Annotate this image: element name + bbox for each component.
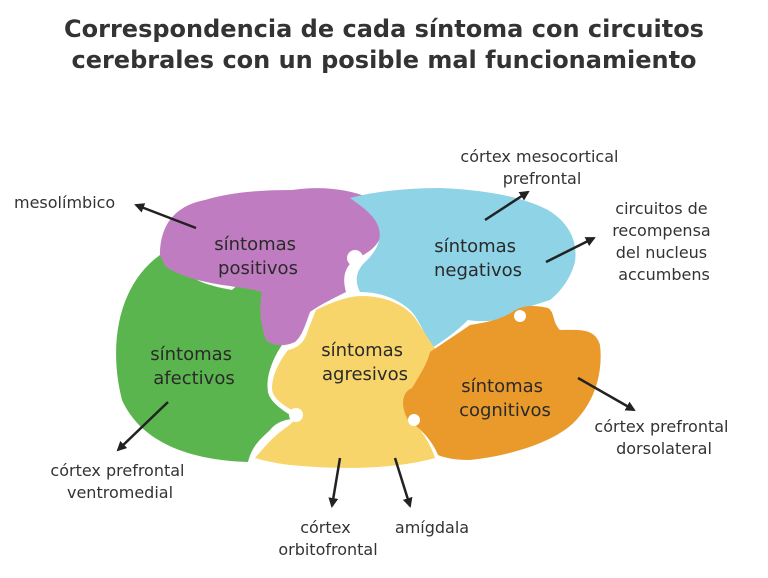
svg-text:circuitos de recompensa: circuitos de recompensa del nucleus accu… [612,199,716,284]
piece-positivos-line1: síntomas [214,234,296,255]
arrow-ventromedial [116,401,169,452]
piece-afectivos-line1: síntomas [150,344,232,365]
label-dorsolateral-line1: córtex prefrontal [594,417,728,436]
piece-cognitivos-line1: síntomas [461,376,543,397]
arrow-recompensa [545,236,596,264]
arrow-mesocortical [484,190,530,222]
label-recompensa-line3: del nucleus [616,243,707,262]
piece-agresivos [255,296,440,468]
svg-text:síntomas negativos: síntomas negativos [434,236,522,281]
label-mesocortical-line1: córtex mesocortical [460,147,618,166]
piece-positivos-line2: positivos [218,258,298,279]
svg-text:córtex mesocortical prefro: córtex mesocortical prefrontal [460,147,623,188]
title-line-2: cerebrales con un posible mal funcionami… [71,46,697,74]
label-dorsolateral-line2: dorsolateral [616,439,712,458]
svg-text:córtex prefrontal ventrome: córtex prefrontal ventromedial [50,461,189,502]
diagram-title: Correspondencia de cada síntoma con circ… [0,14,768,76]
piece-agresivos-line2: agresivos [322,364,408,385]
piece-cognitivos-line2: cognitivos [459,400,551,421]
piece-negativos [350,188,576,348]
title-line-1: Correspondencia de cada síntoma con circ… [64,15,704,43]
label-ventromedial-line1: córtex prefrontal [50,461,184,480]
svg-text:síntomas agresivos: síntomas agresivos [321,340,409,385]
label-orbitofrontal-line2: orbitofrontal [278,540,377,559]
label-recompensa-line4: accumbens [618,265,710,284]
label-mesocortical-line2: prefrontal [503,169,582,188]
piece-negativos-line1: síntomas [434,236,516,257]
label-recompensa-line2: recompensa [612,221,711,240]
svg-text:síntomas cognitivos: síntomas cognitivos [459,376,551,421]
arrow-mesolimbico [134,203,197,230]
arrow-orbitofrontal [328,457,342,508]
piece-agresivos-line1: síntomas [321,340,403,361]
svg-text:córtex prefrontal dorsolat: córtex prefrontal dorsolateral [594,417,733,458]
piece-negativos-line2: negativos [434,260,522,281]
label-recompensa-line1: circuitos de [615,199,707,218]
label-mesolimbico: mesolímbico [14,193,115,212]
arrow-amigdala [393,457,413,508]
piece-afectivos-line2: afectivos [153,368,234,389]
label-orbitofrontal-line1: córtex [300,518,350,537]
svg-text:síntomas afectivos: síntomas afectivos [150,344,238,389]
svg-text:córtex orbitofrontal: córtex orbitofrontal [278,518,377,559]
svg-text:síntomas positivos: síntomas positivos [214,234,302,279]
piece-positivos [160,188,384,346]
label-amigdala: amígdala [395,518,469,537]
label-ventromedial-line2: ventromedial [67,483,173,502]
piece-cognitivos [403,305,601,460]
arrow-dorsolateral [577,376,636,412]
